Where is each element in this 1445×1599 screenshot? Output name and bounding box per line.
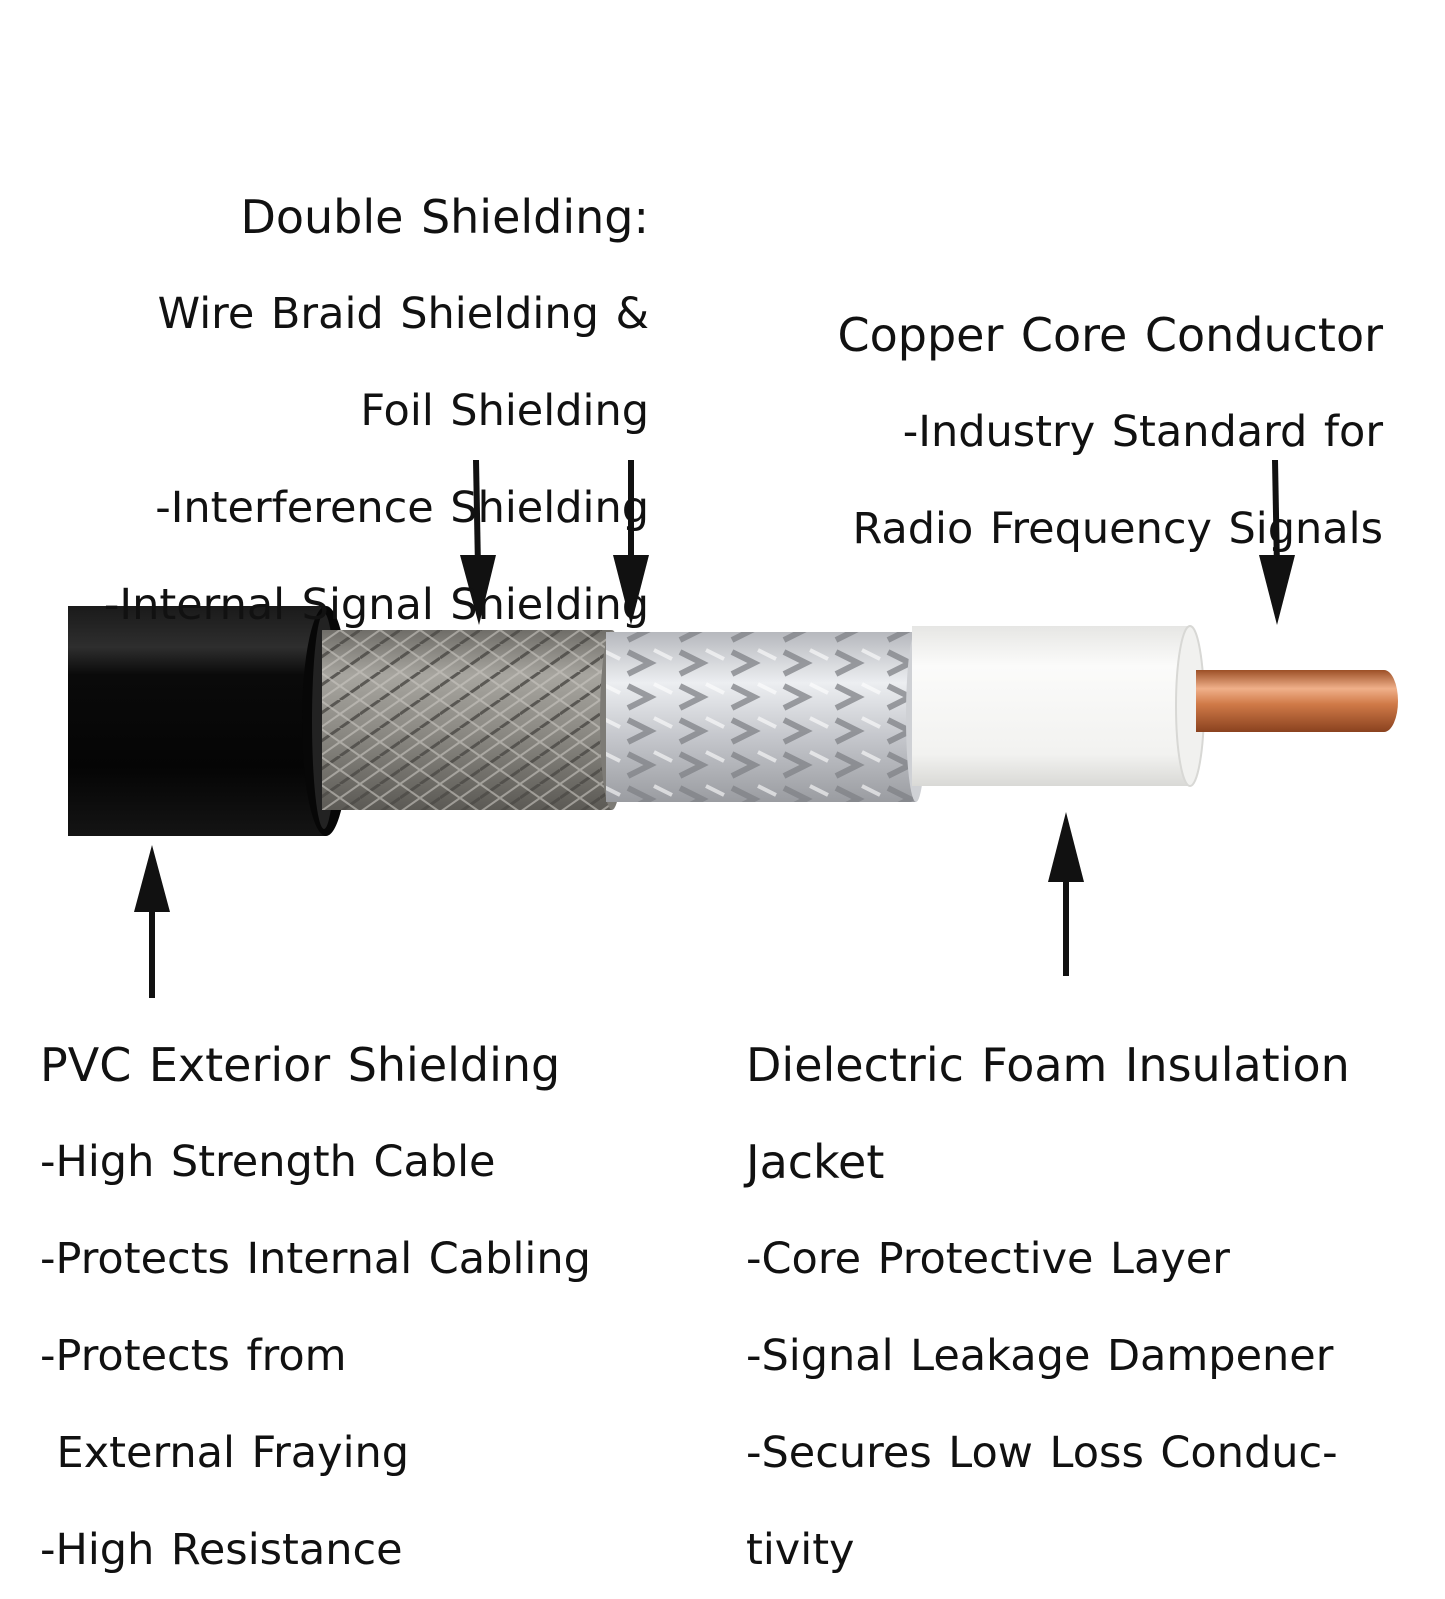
pvc-exterior-line: -Protects from (40, 1331, 347, 1381)
wire-braid-shielding (322, 630, 624, 810)
pvc-exterior-callout: PVC Exterior Shielding -High Strength Ca… (40, 998, 591, 1599)
double-shielding-callout: Double Shielding: Wire Braid Shielding &… (104, 150, 649, 654)
foil-shielding (606, 632, 926, 802)
pvc-exterior-line: -High Strength Cable (40, 1137, 496, 1187)
dielectric-foam-insulation (912, 625, 1205, 787)
copper-core-conductor (1196, 670, 1398, 732)
arrow-to-copper-core (1259, 459, 1295, 625)
copper-core-title: Copper Core Conductor (837, 308, 1384, 362)
dielectric-foam-line: -Core Protective Layer (746, 1234, 1230, 1284)
dielectric-foam-line: -Secures Low Loss Conduc- (746, 1428, 1338, 1478)
double-shielding-line: -Interference Shielding (155, 483, 649, 533)
dielectric-foam-title: Dielectric Foam Insulation (746, 1038, 1350, 1092)
pvc-exterior-line: -Protects Internal Cabling (40, 1234, 591, 1284)
pvc-exterior-line: External Fraying (40, 1428, 410, 1478)
dielectric-foam-line: tivity (746, 1525, 855, 1575)
copper-core-line: Radio Frequency Signals (852, 504, 1383, 554)
double-shielding-line: Foil Shielding (360, 386, 649, 436)
dielectric-foam-line: -Signal Leakage Dampener (746, 1331, 1334, 1381)
dielectric-foam-line: Jacket (746, 1135, 885, 1189)
double-shielding-line: -Internal Signal Shielding (103, 580, 649, 630)
arrow-to-wire-braid (460, 459, 496, 625)
pvc-exterior-title: PVC Exterior Shielding (40, 1038, 561, 1092)
double-shielding-title: Double Shielding: (240, 190, 649, 244)
arrow-to-dielectric-foam (1048, 812, 1084, 976)
copper-core-callout: Copper Core Conductor -Industry Standard… (838, 268, 1384, 578)
double-shielding-line: Wire Braid Shielding & (157, 289, 649, 339)
coax-cable-diagram (68, 459, 1398, 998)
pvc-exterior-line: -High Resistance (40, 1525, 403, 1575)
copper-core-line: -Industry Standard for (902, 407, 1383, 457)
dielectric-foam-callout: Dielectric Foam Insulation Jacket -Core … (746, 998, 1350, 1599)
arrow-to-foil (613, 460, 649, 625)
arrow-to-pvc-jacket (134, 845, 170, 998)
